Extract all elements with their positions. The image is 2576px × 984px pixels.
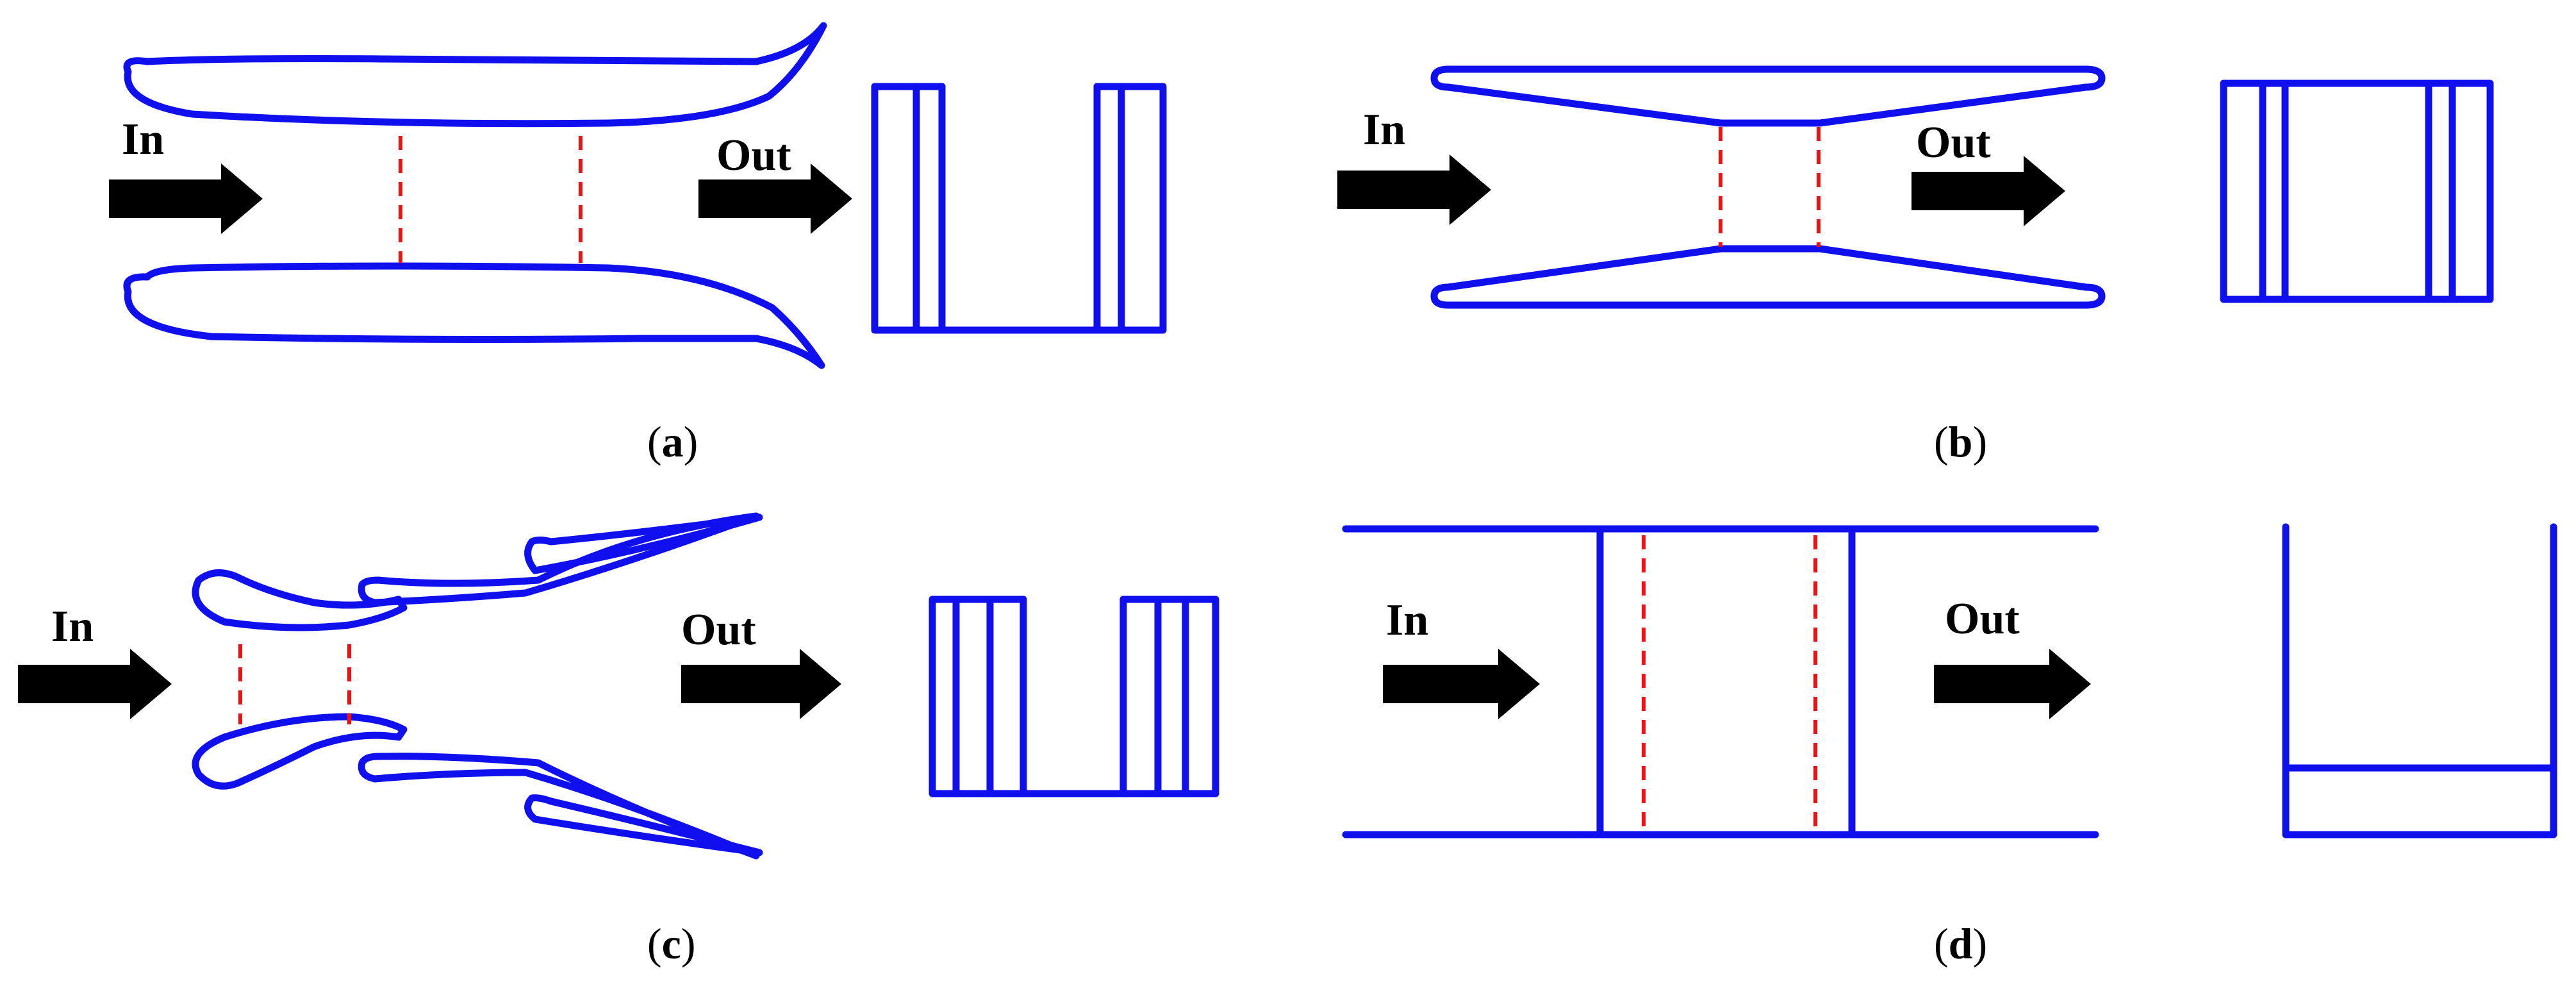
panel-a-cross-section [871,83,1167,334]
panel-b-upper-wall [1430,65,2106,127]
panel-d-out-label: Out [1945,594,2020,644]
panel-d-in-arrow [1383,649,1540,719]
panel-c-lower-airfoil-1 [192,713,408,790]
panel-c: In Out (c) [18,512,1219,968]
panel-a-upper-wall [123,22,827,128]
panel-b-lower-wall [1430,245,2106,309]
panel-b-section-outline [2220,79,2494,303]
panel-c-in-label: In [51,602,94,651]
panel-a-out-label: Out [716,131,791,180]
panel-d-caption: (d) [1934,919,1987,968]
panel-b-out-label: Out [1916,118,1991,167]
panel-d-in-label: In [1386,596,1428,645]
panel-a-in-label: In [122,115,164,164]
panel-a: In Out (a) [109,22,1167,466]
panel-a-caption: (a) [647,417,698,466]
panel-c-out-arrow [681,649,841,719]
panel-a-section-outline [871,83,1167,334]
panel-b: In Out (b) [1337,65,2494,466]
panel-c-out-label: Out [681,605,756,655]
panel-d-channel [1342,525,2099,838]
panel-c-upper-airfoil-3 [524,513,763,574]
panel-a-in-arrow [109,163,263,234]
panel-a-lower-wall [123,262,825,369]
panel-c-section-outline [929,596,1219,797]
panel-d-section-outline [2282,523,2557,838]
panel-d-out-arrow [1934,649,2091,719]
panel-b-caption: (b) [1934,417,1987,466]
panel-d-cross-section [2282,523,2557,838]
panel-a-out-arrow [698,163,852,234]
panel-c-lower-airfoil-3 [524,794,763,856]
panel-b-cross-section [2220,79,2494,303]
panel-c-channel [192,512,763,860]
panel-a-channel [123,22,827,369]
panel-b-in-arrow [1337,154,1491,225]
panel-b-channel [1430,65,2106,309]
panel-c-cross-section [929,596,1219,797]
panel-b-out-arrow [1911,156,2065,226]
panel-c-caption: (c) [647,919,696,968]
panel-d: In Out (d) [1342,523,2557,968]
panel-c-in-arrow [18,649,172,719]
panel-c-upper-airfoil-1 [192,569,408,631]
panel-b-in-label: In [1363,105,1405,154]
panel-c-upper-airfoil-2 [358,512,760,606]
panel-c-lower-airfoil-2 [358,753,760,860]
